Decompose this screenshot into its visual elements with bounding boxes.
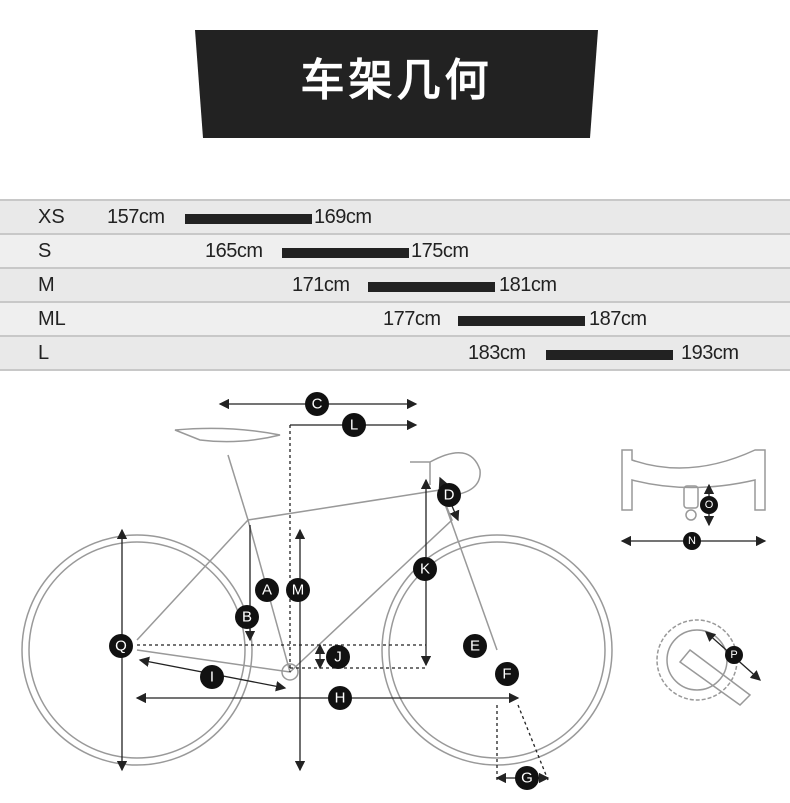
size-label: XS (38, 206, 65, 228)
size-chart: XS 157cm 169cm S 165cm 175cm M 171cm 181… (0, 199, 790, 371)
height-max: 181cm (499, 274, 557, 296)
height-min: 171cm (292, 274, 350, 296)
dimension-lines (116, 398, 767, 784)
size-label: L (38, 342, 50, 364)
svg-text:Q: Q (115, 638, 127, 655)
bike-geometry-diagram: C L D A M K B Q E J F I H G O N P (21, 392, 767, 790)
size-label: S (38, 240, 52, 262)
svg-text:G: G (521, 770, 533, 787)
height-max: 187cm (589, 308, 647, 330)
size-row-xs: XS 157cm 169cm (0, 199, 790, 233)
height-min: 157cm (107, 206, 165, 228)
marker-j: J (326, 645, 350, 669)
size-label: M (38, 274, 55, 296)
marker-n: N (683, 532, 701, 550)
size-row-s: S 165cm 175cm (0, 233, 790, 267)
size-row-m: M 171cm 181cm (0, 267, 790, 301)
height-range-bar (458, 316, 585, 326)
height-max: 169cm (314, 206, 372, 228)
marker-g: G (515, 766, 539, 790)
marker-m: M (286, 578, 310, 602)
svg-text:O: O (705, 499, 714, 511)
height-max: 175cm (411, 240, 469, 262)
title-banner (195, 30, 598, 138)
svg-text:I: I (210, 669, 214, 686)
height-min: 177cm (383, 308, 441, 330)
height-range-bar (546, 350, 673, 360)
marker-i: I (200, 665, 224, 689)
marker-h: H (328, 686, 352, 710)
svg-text:M: M (292, 582, 305, 599)
size-row-ml: ML 177cm 187cm (0, 301, 790, 335)
marker-d: D (437, 483, 461, 507)
height-range-bar (185, 214, 312, 224)
page-title: 车架几何 (300, 55, 493, 106)
height-min: 183cm (468, 342, 526, 364)
svg-text:E: E (470, 638, 480, 655)
marker-c: C (305, 392, 329, 416)
bike-illustration (21, 427, 766, 766)
svg-text:J: J (334, 649, 342, 666)
marker-k: K (413, 557, 437, 581)
svg-text:N: N (688, 535, 696, 547)
svg-text:K: K (420, 561, 430, 578)
marker-q: Q (109, 634, 133, 658)
svg-text:D: D (444, 487, 455, 504)
svg-text:C: C (312, 396, 323, 413)
svg-text:P: P (730, 649, 737, 661)
marker-f: F (495, 662, 519, 686)
height-max: 193cm (681, 342, 739, 364)
geometry-markers: C L D A M K B Q E J F I H G O N P (109, 392, 743, 790)
marker-e: E (463, 634, 487, 658)
height-range-bar (282, 248, 409, 258)
size-row-l: L 183cm 193cm (0, 335, 790, 371)
marker-p: P (725, 646, 743, 664)
height-min: 165cm (205, 240, 263, 262)
size-label: ML (38, 308, 66, 330)
svg-text:F: F (502, 666, 511, 683)
marker-l: L (342, 413, 366, 437)
height-range-bar (368, 282, 495, 292)
svg-text:L: L (350, 417, 358, 434)
svg-text:H: H (335, 690, 346, 707)
marker-b: B (235, 605, 259, 629)
svg-text:A: A (262, 582, 272, 599)
marker-o: O (700, 496, 718, 514)
svg-text:B: B (242, 609, 252, 626)
marker-a: A (255, 578, 279, 602)
